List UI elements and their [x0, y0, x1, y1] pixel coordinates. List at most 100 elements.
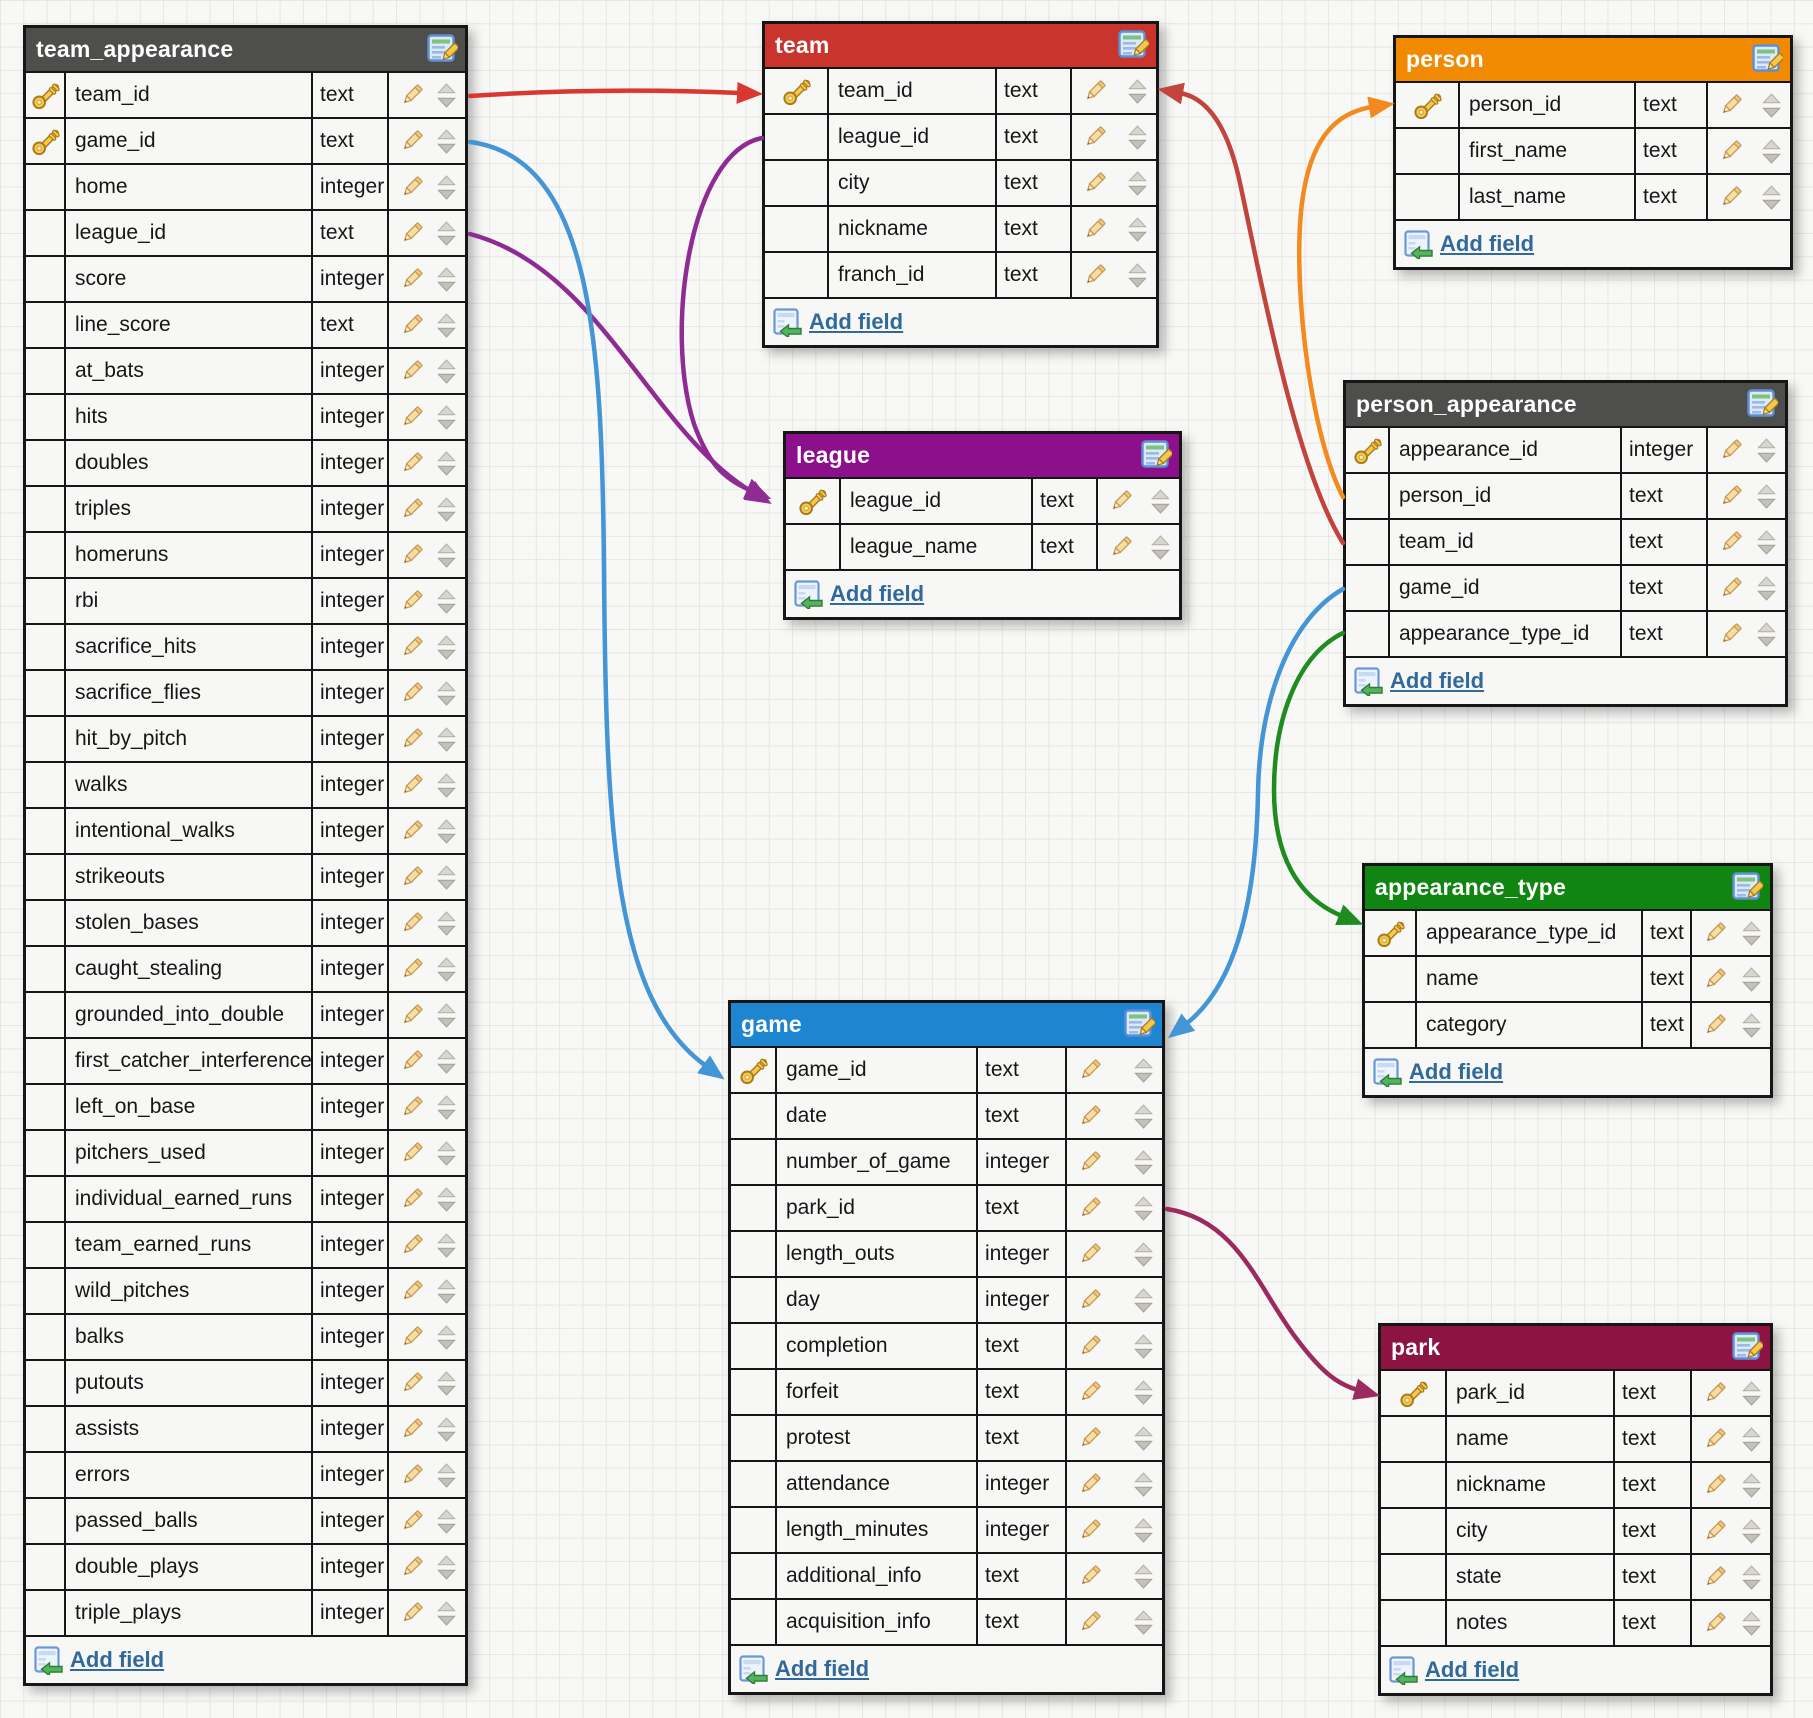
move-field-up-down-icon[interactable]: [437, 1370, 456, 1397]
move-field-up-down-icon[interactable]: [437, 312, 456, 339]
edit-field-icon[interactable]: [1701, 1518, 1728, 1545]
edit-field-icon[interactable]: [398, 1416, 425, 1443]
edit-field-icon[interactable]: [398, 1508, 425, 1535]
edit-field-icon[interactable]: [1107, 488, 1134, 515]
move-field-up-down-icon[interactable]: [1134, 1195, 1153, 1222]
edit-field-icon[interactable]: [1081, 78, 1108, 105]
move-field-up-down-icon[interactable]: [1742, 920, 1761, 947]
edit-field-icon[interactable]: [398, 404, 425, 431]
move-field-up-down-icon[interactable]: [1762, 138, 1781, 165]
move-field-up-down-icon[interactable]: [1128, 262, 1147, 289]
edit-field-icon[interactable]: [398, 1370, 425, 1397]
move-field-up-down-icon[interactable]: [1742, 1426, 1761, 1453]
edit-field-icon[interactable]: [398, 864, 425, 891]
move-field-up-down-icon[interactable]: [1134, 1425, 1153, 1452]
edit-field-icon[interactable]: [398, 542, 425, 569]
edit-field-icon[interactable]: [1076, 1425, 1103, 1452]
edit-field-icon[interactable]: [1081, 170, 1108, 197]
move-field-up-down-icon[interactable]: [1128, 78, 1147, 105]
add-field-link[interactable]: Add field: [1389, 1655, 1519, 1685]
move-field-up-down-icon[interactable]: [437, 128, 456, 155]
edit-field-icon[interactable]: [1076, 1195, 1103, 1222]
move-field-up-down-icon[interactable]: [437, 1324, 456, 1351]
edit-field-icon[interactable]: [1701, 1012, 1728, 1039]
edit-field-icon[interactable]: [398, 910, 425, 937]
edit-field-icon[interactable]: [1717, 529, 1744, 556]
move-field-up-down-icon[interactable]: [437, 1140, 456, 1167]
edit-field-icon[interactable]: [398, 266, 425, 293]
edit-table-icon[interactable]: [1141, 440, 1172, 471]
move-field-up-down-icon[interactable]: [437, 726, 456, 753]
move-field-up-down-icon[interactable]: [1134, 1563, 1153, 1590]
add-field-link[interactable]: Add field: [1373, 1057, 1503, 1087]
edit-field-icon[interactable]: [1701, 1564, 1728, 1591]
move-field-up-down-icon[interactable]: [1134, 1517, 1153, 1544]
table-header-game[interactable]: game: [731, 1003, 1162, 1048]
move-field-up-down-icon[interactable]: [437, 1232, 456, 1259]
edit-table-icon[interactable]: [1752, 44, 1783, 75]
edit-field-icon[interactable]: [398, 1140, 425, 1167]
move-field-up-down-icon[interactable]: [437, 450, 456, 477]
edit-field-icon[interactable]: [398, 496, 425, 523]
edit-field-icon[interactable]: [398, 1462, 425, 1489]
table-header-person_appearance[interactable]: person_appearance: [1346, 383, 1785, 428]
edit-field-icon[interactable]: [398, 174, 425, 201]
edit-field-icon[interactable]: [398, 956, 425, 983]
edit-field-icon[interactable]: [398, 818, 425, 845]
edit-field-icon[interactable]: [1701, 920, 1728, 947]
edit-field-icon[interactable]: [1717, 437, 1744, 464]
edit-field-icon[interactable]: [398, 1002, 425, 1029]
edit-field-icon[interactable]: [1076, 1471, 1103, 1498]
edit-field-icon[interactable]: [1076, 1563, 1103, 1590]
move-field-up-down-icon[interactable]: [1742, 966, 1761, 993]
edit-field-icon[interactable]: [398, 1554, 425, 1581]
edit-field-icon[interactable]: [1701, 1472, 1728, 1499]
move-field-up-down-icon[interactable]: [437, 82, 456, 109]
move-field-up-down-icon[interactable]: [1134, 1609, 1153, 1636]
edit-field-icon[interactable]: [398, 358, 425, 385]
edit-field-icon[interactable]: [398, 450, 425, 477]
table-header-team_appearance[interactable]: team_appearance: [26, 28, 465, 73]
edit-field-icon[interactable]: [1081, 262, 1108, 289]
add-field-link[interactable]: Add field: [773, 307, 903, 337]
edit-field-icon[interactable]: [398, 82, 425, 109]
edit-field-icon[interactable]: [1717, 575, 1744, 602]
edit-field-icon[interactable]: [1701, 1380, 1728, 1407]
edit-field-icon[interactable]: [398, 1324, 425, 1351]
edit-table-icon[interactable]: [1732, 872, 1763, 903]
table-header-league[interactable]: league: [786, 434, 1179, 479]
move-field-up-down-icon[interactable]: [1134, 1057, 1153, 1084]
edit-field-icon[interactable]: [398, 1048, 425, 1075]
move-field-up-down-icon[interactable]: [1134, 1333, 1153, 1360]
move-field-up-down-icon[interactable]: [1757, 437, 1776, 464]
move-field-up-down-icon[interactable]: [437, 588, 456, 615]
edit-field-icon[interactable]: [398, 1186, 425, 1213]
move-field-up-down-icon[interactable]: [1128, 124, 1147, 151]
move-field-up-down-icon[interactable]: [437, 404, 456, 431]
move-field-up-down-icon[interactable]: [437, 1278, 456, 1305]
move-field-up-down-icon[interactable]: [437, 1462, 456, 1489]
edit-field-icon[interactable]: [1076, 1333, 1103, 1360]
move-field-up-down-icon[interactable]: [1762, 92, 1781, 119]
move-field-up-down-icon[interactable]: [437, 1416, 456, 1443]
move-field-up-down-icon[interactable]: [437, 910, 456, 937]
move-field-up-down-icon[interactable]: [437, 266, 456, 293]
move-field-up-down-icon[interactable]: [1742, 1380, 1761, 1407]
edit-field-icon[interactable]: [1081, 124, 1108, 151]
edit-field-icon[interactable]: [1076, 1241, 1103, 1268]
move-field-up-down-icon[interactable]: [1757, 621, 1776, 648]
move-field-up-down-icon[interactable]: [1134, 1379, 1153, 1406]
move-field-up-down-icon[interactable]: [1134, 1103, 1153, 1130]
edit-field-icon[interactable]: [398, 220, 425, 247]
table-header-team[interactable]: team: [765, 24, 1156, 69]
edit-field-icon[interactable]: [398, 1278, 425, 1305]
edit-field-icon[interactable]: [1076, 1149, 1103, 1176]
move-field-up-down-icon[interactable]: [437, 542, 456, 569]
edit-field-icon[interactable]: [1076, 1103, 1103, 1130]
edit-field-icon[interactable]: [398, 772, 425, 799]
move-field-up-down-icon[interactable]: [437, 496, 456, 523]
edit-table-icon[interactable]: [1732, 1332, 1763, 1363]
